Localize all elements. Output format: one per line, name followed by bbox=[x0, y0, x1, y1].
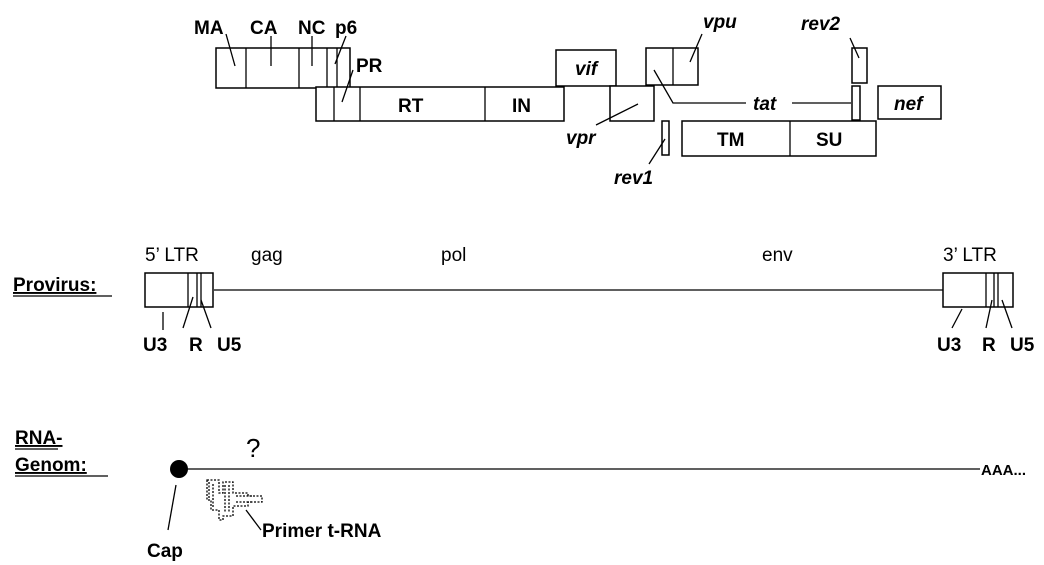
rev1-box bbox=[662, 121, 669, 155]
rev2-box bbox=[852, 48, 867, 83]
primer-label: Primer t-RNA bbox=[262, 521, 382, 542]
env-region-label: env bbox=[762, 245, 793, 266]
nef-label: nef bbox=[894, 94, 924, 115]
vpr-label: vpr bbox=[566, 128, 597, 149]
u5-label: U5 bbox=[217, 335, 242, 356]
u5-label: U5 bbox=[1010, 335, 1035, 356]
rt-label: RT bbox=[398, 96, 424, 117]
r-label: R bbox=[189, 335, 203, 356]
cap-label: Cap bbox=[147, 541, 183, 562]
provirus-label: Provirus: bbox=[13, 275, 96, 296]
pol-region-label: pol bbox=[441, 245, 466, 266]
ltr5-box bbox=[145, 273, 213, 307]
tat-exon2 bbox=[852, 86, 860, 120]
gene-map: MA CA NC p6 PR RT IN vif vpr vpu tat rev bbox=[194, 12, 941, 189]
unknown-mark: ? bbox=[246, 433, 260, 463]
primer-leader bbox=[246, 510, 261, 530]
ma-label: MA bbox=[194, 18, 224, 39]
env-box bbox=[682, 121, 876, 156]
vif-label: vif bbox=[575, 59, 599, 80]
ca-label: CA bbox=[250, 18, 278, 39]
vpr-box bbox=[610, 86, 654, 121]
p6-label: p6 bbox=[335, 18, 357, 39]
rna-genome: RNA- Genom: ? AAA... Cap Primer t-RNA bbox=[15, 428, 1026, 562]
gag-box bbox=[216, 48, 350, 88]
pr-label: PR bbox=[356, 56, 383, 77]
in-label: IN bbox=[512, 96, 531, 117]
cap-leader bbox=[168, 485, 176, 530]
r-label: R bbox=[982, 335, 996, 356]
rev2-label: rev2 bbox=[801, 14, 841, 35]
nc-label: NC bbox=[298, 18, 326, 39]
rev1-label: rev1 bbox=[614, 168, 653, 189]
rna-genome-label-line1: RNA- bbox=[15, 428, 63, 449]
cap-dot bbox=[170, 460, 188, 478]
trna-icon bbox=[207, 480, 262, 520]
ltr5-label: 5’ LTR bbox=[145, 245, 199, 266]
tm-label: TM bbox=[717, 130, 744, 151]
rna-genome-label-line2: Genom: bbox=[15, 455, 87, 476]
u3-label: U3 bbox=[143, 335, 167, 356]
u3-label: U3 bbox=[937, 335, 961, 356]
provirus: Provirus: 5’ LTR gag pol env 3’ LTR U3 R… bbox=[13, 245, 1035, 356]
poly-a-tail: AAA... bbox=[981, 462, 1026, 479]
vpu-label: vpu bbox=[703, 12, 737, 33]
gag-region-label: gag bbox=[251, 245, 283, 266]
tat-label: tat bbox=[753, 94, 777, 115]
ltr3-label: 3’ LTR bbox=[943, 245, 997, 266]
vpu-box bbox=[646, 48, 698, 85]
u3-leader bbox=[952, 309, 962, 328]
su-label: SU bbox=[816, 130, 842, 151]
